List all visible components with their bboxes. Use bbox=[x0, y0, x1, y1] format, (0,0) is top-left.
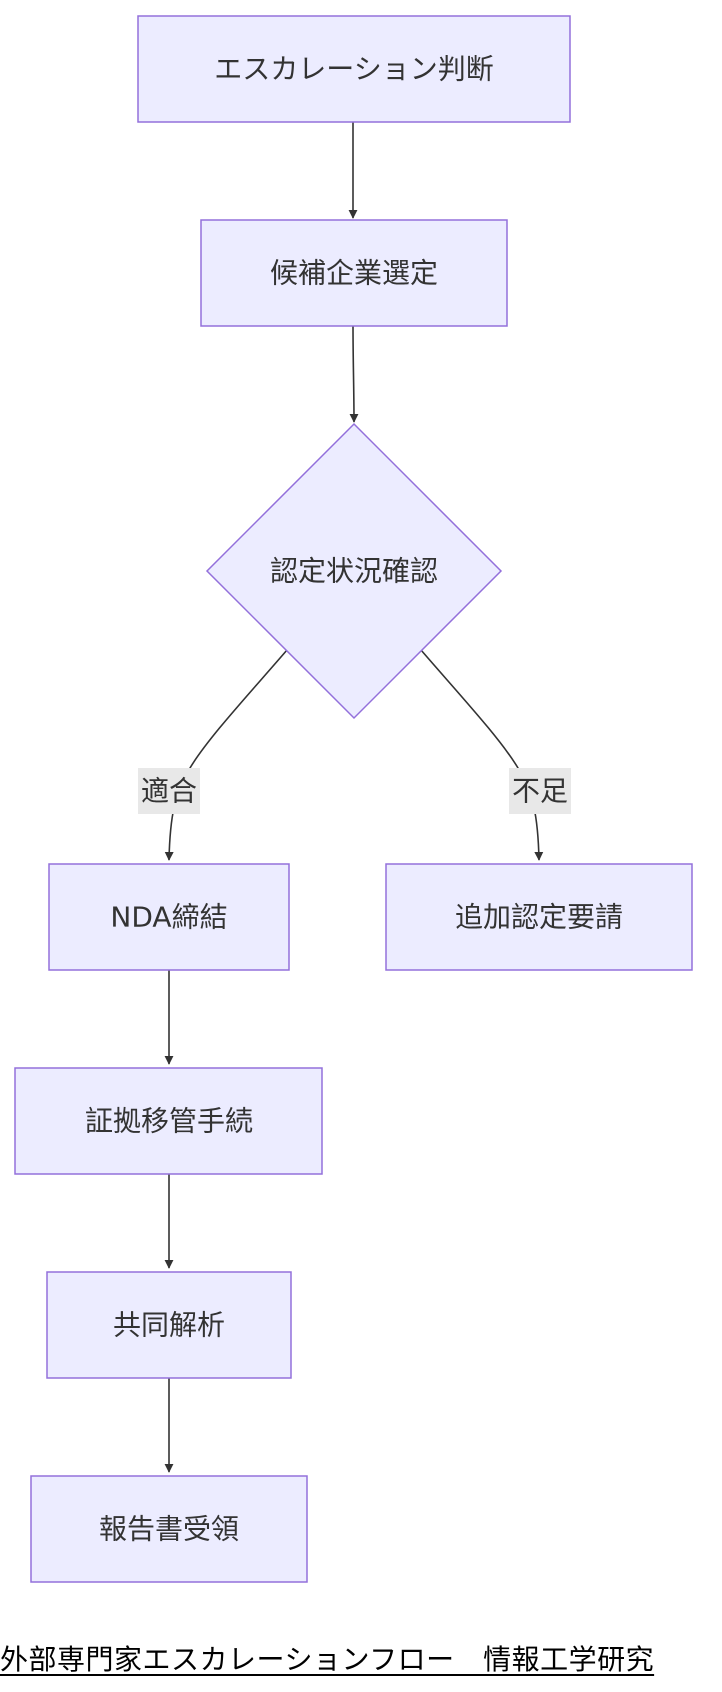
node-joint-box bbox=[46, 1271, 292, 1379]
node-evidence-box bbox=[14, 1067, 323, 1175]
node-certification: 認定状況確認 bbox=[205, 422, 503, 720]
node-nda: NDA締結 bbox=[48, 863, 290, 971]
node-report-label: 報告書受領 bbox=[99, 1513, 239, 1546]
node-candidate: 候補企業選定 bbox=[200, 219, 508, 327]
edge-label-insufficient: 不足 bbox=[509, 768, 571, 814]
node-evidence: 証拠移管手続 bbox=[14, 1067, 323, 1175]
node-report: 報告書受領 bbox=[30, 1475, 308, 1583]
edge-certification-to-additional bbox=[420, 649, 544, 861]
edge-label-pass-text: 適合 bbox=[141, 775, 197, 808]
edge-candidate-to-certification bbox=[349, 325, 359, 423]
edge-label-insufficient-bg bbox=[509, 768, 571, 814]
edges bbox=[164, 122, 544, 1473]
node-additional-box bbox=[385, 863, 693, 971]
node-escalation: エスカレーション判断 bbox=[137, 15, 571, 123]
node-joint: 共同解析 bbox=[46, 1271, 292, 1379]
edge-label-pass: 適合 bbox=[138, 768, 200, 814]
node-joint-label: 共同解析 bbox=[113, 1309, 225, 1342]
node-evidence-label: 証拠移管手続 bbox=[85, 1105, 253, 1138]
node-nda-label: NDA締結 bbox=[110, 901, 227, 934]
node-report-box bbox=[30, 1475, 308, 1583]
node-additional: 追加認定要請 bbox=[385, 863, 693, 971]
diagram-caption: 外部専門家エスカレーションフロー 情報工学研究 bbox=[0, 1643, 655, 1676]
node-candidate-label: 候補企業選定 bbox=[270, 257, 438, 290]
edge-label-pass-bg bbox=[138, 768, 200, 814]
node-nda-box bbox=[48, 863, 290, 971]
node-certification-diamond bbox=[205, 422, 503, 720]
edge-certification-to-nda bbox=[164, 649, 288, 861]
node-candidate-box bbox=[200, 219, 508, 327]
node-escalation-label: エスカレーション判断 bbox=[214, 53, 493, 86]
edge-label-insufficient-text: 不足 bbox=[512, 775, 568, 808]
node-additional-label: 追加認定要請 bbox=[455, 901, 623, 934]
node-certification-label: 認定状況確認 bbox=[270, 555, 438, 588]
node-escalation-box bbox=[137, 15, 571, 123]
